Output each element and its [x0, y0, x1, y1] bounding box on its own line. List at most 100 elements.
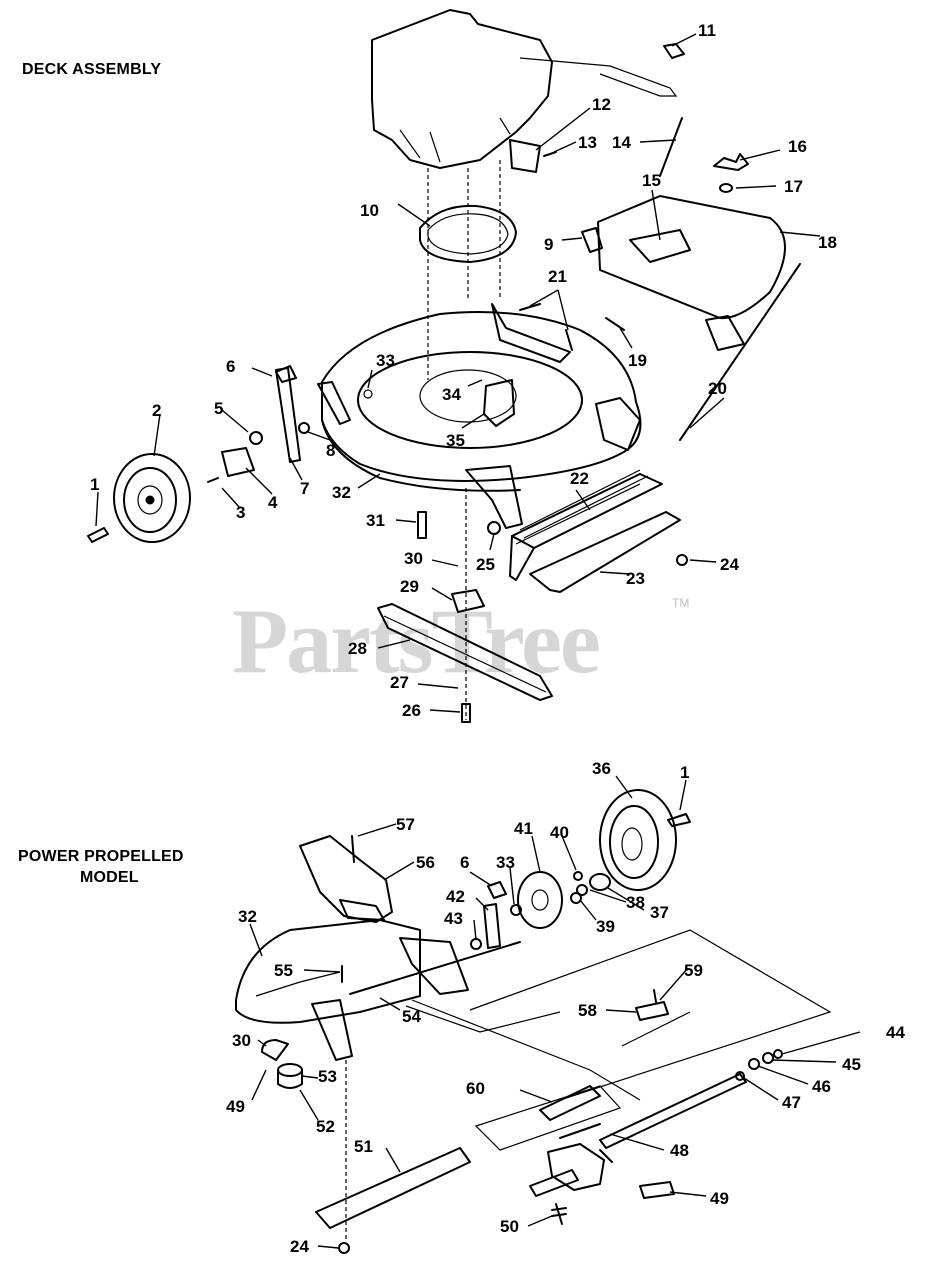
engine-outline: [371, 9, 678, 169]
callout-p36: 36: [592, 759, 611, 778]
bracket-9: [581, 227, 603, 253]
adjuster-plate-4: [221, 447, 255, 477]
skid-plate-51: [315, 1147, 471, 1229]
bolt-3: [207, 477, 219, 483]
left-rear-wheel: [113, 453, 191, 543]
callout-p60: 60: [466, 1079, 485, 1098]
callout-23: 23: [626, 569, 645, 588]
callout-p44: 44: [886, 1023, 905, 1042]
callout-28: 28: [348, 639, 367, 658]
gasket: [419, 204, 517, 263]
washer-45: [762, 1052, 774, 1064]
callout-p43: 43: [444, 909, 463, 928]
nut-5: [249, 431, 263, 445]
callout-p37: 37: [650, 903, 669, 922]
callout-13: 13: [578, 133, 597, 152]
callout-p57: 57: [396, 815, 415, 834]
pinion-37: [589, 873, 611, 891]
callout-p1: 1: [680, 763, 689, 782]
callout-15: 15: [642, 171, 661, 190]
callout-18: 18: [818, 233, 837, 252]
callout-p24: 24: [290, 1237, 309, 1256]
callout-25: 25: [476, 555, 495, 574]
callout-p54: 54: [402, 1007, 421, 1026]
bracket-58: [635, 1001, 669, 1021]
spring-48: [559, 1123, 601, 1139]
wing-nut: [713, 153, 749, 171]
callout-p59: 59: [684, 961, 703, 980]
callout-p39: 39: [596, 917, 615, 936]
pin-19: [605, 317, 625, 331]
callout-17: 17: [784, 177, 803, 196]
callout-p51: 51: [354, 1137, 373, 1156]
callout-7: 7: [300, 479, 309, 498]
washer-44: [773, 1049, 783, 1059]
callout-p42: 42: [446, 887, 465, 906]
knob-p6: [487, 881, 507, 899]
axle-bolt-1: [87, 527, 109, 543]
callout-4: 4: [268, 493, 278, 512]
power-leader-lines: [249, 775, 861, 1249]
nut-p33: [510, 904, 522, 916]
washer-43: [470, 938, 482, 950]
callout-30: 30: [404, 549, 423, 568]
callout-32: 32: [332, 483, 351, 502]
fastener-21b: [565, 329, 573, 351]
height-lever-7: [275, 367, 301, 463]
callout-p52: 52: [316, 1117, 335, 1136]
callout-p38: 38: [626, 893, 645, 912]
bushing-53: [277, 1063, 303, 1089]
washer-38: [576, 884, 588, 896]
right-front-wheel: [599, 789, 677, 891]
power-propelled-title-line1: POWER PROPELLED: [18, 848, 184, 865]
deck-assembly-title: DECK ASSEMBLY: [22, 61, 162, 78]
blade-bolt-26: [461, 703, 471, 723]
deck-housing: [317, 303, 642, 529]
washer-17: [719, 183, 733, 193]
rear-discharge-flap: [597, 195, 786, 351]
callout-35: 35: [446, 431, 465, 450]
fastener-p24: [338, 1242, 350, 1254]
callout-9: 9: [544, 235, 553, 254]
drive-gear-41: [517, 871, 563, 929]
callout-p40: 40: [550, 823, 569, 842]
callout-21: 21: [548, 267, 567, 286]
callout-p48: 48: [670, 1141, 689, 1160]
callout-p6: 6: [460, 853, 469, 872]
clip-40: [573, 871, 583, 881]
deck-leader-lines: [95, 33, 821, 713]
callout-6: 6: [226, 357, 235, 376]
blade-adapter-29: [451, 589, 485, 613]
clip-p49b: [639, 1181, 675, 1199]
bolt-59: [653, 989, 657, 1003]
callout-10: 10: [360, 201, 379, 220]
drive-assembly-box: [411, 929, 832, 1151]
shaft-48: [599, 1073, 747, 1149]
axle-bolt-p1: [667, 813, 691, 827]
drive-cover: [299, 835, 393, 923]
rear-baffle: [509, 469, 681, 593]
callout-p56: 56: [416, 853, 435, 872]
nut-39: [570, 892, 582, 904]
power-propelled-title-line2: MODEL: [80, 869, 139, 886]
cable-58: [621, 1011, 691, 1047]
callout-p50: 50: [500, 1217, 519, 1236]
nut-25: [487, 521, 501, 535]
callout-29: 29: [400, 577, 419, 596]
callout-3: 3: [236, 503, 245, 522]
bracket-12: [509, 139, 541, 173]
callout-5: 5: [214, 399, 223, 418]
callout-20: 20: [708, 379, 727, 398]
callout-p33: 33: [496, 853, 515, 872]
callout-p55: 55: [274, 961, 293, 980]
callout-1: 1: [90, 475, 99, 494]
callout-33: 33: [376, 351, 395, 370]
callout-12: 12: [592, 95, 611, 114]
partial-deck: [235, 919, 469, 1061]
callout-19: 19: [628, 351, 647, 370]
callout-p41: 41: [514, 819, 533, 838]
rod-20: [679, 263, 801, 441]
callout-16: 16: [788, 137, 807, 156]
fastener-24-deck: [676, 554, 688, 566]
